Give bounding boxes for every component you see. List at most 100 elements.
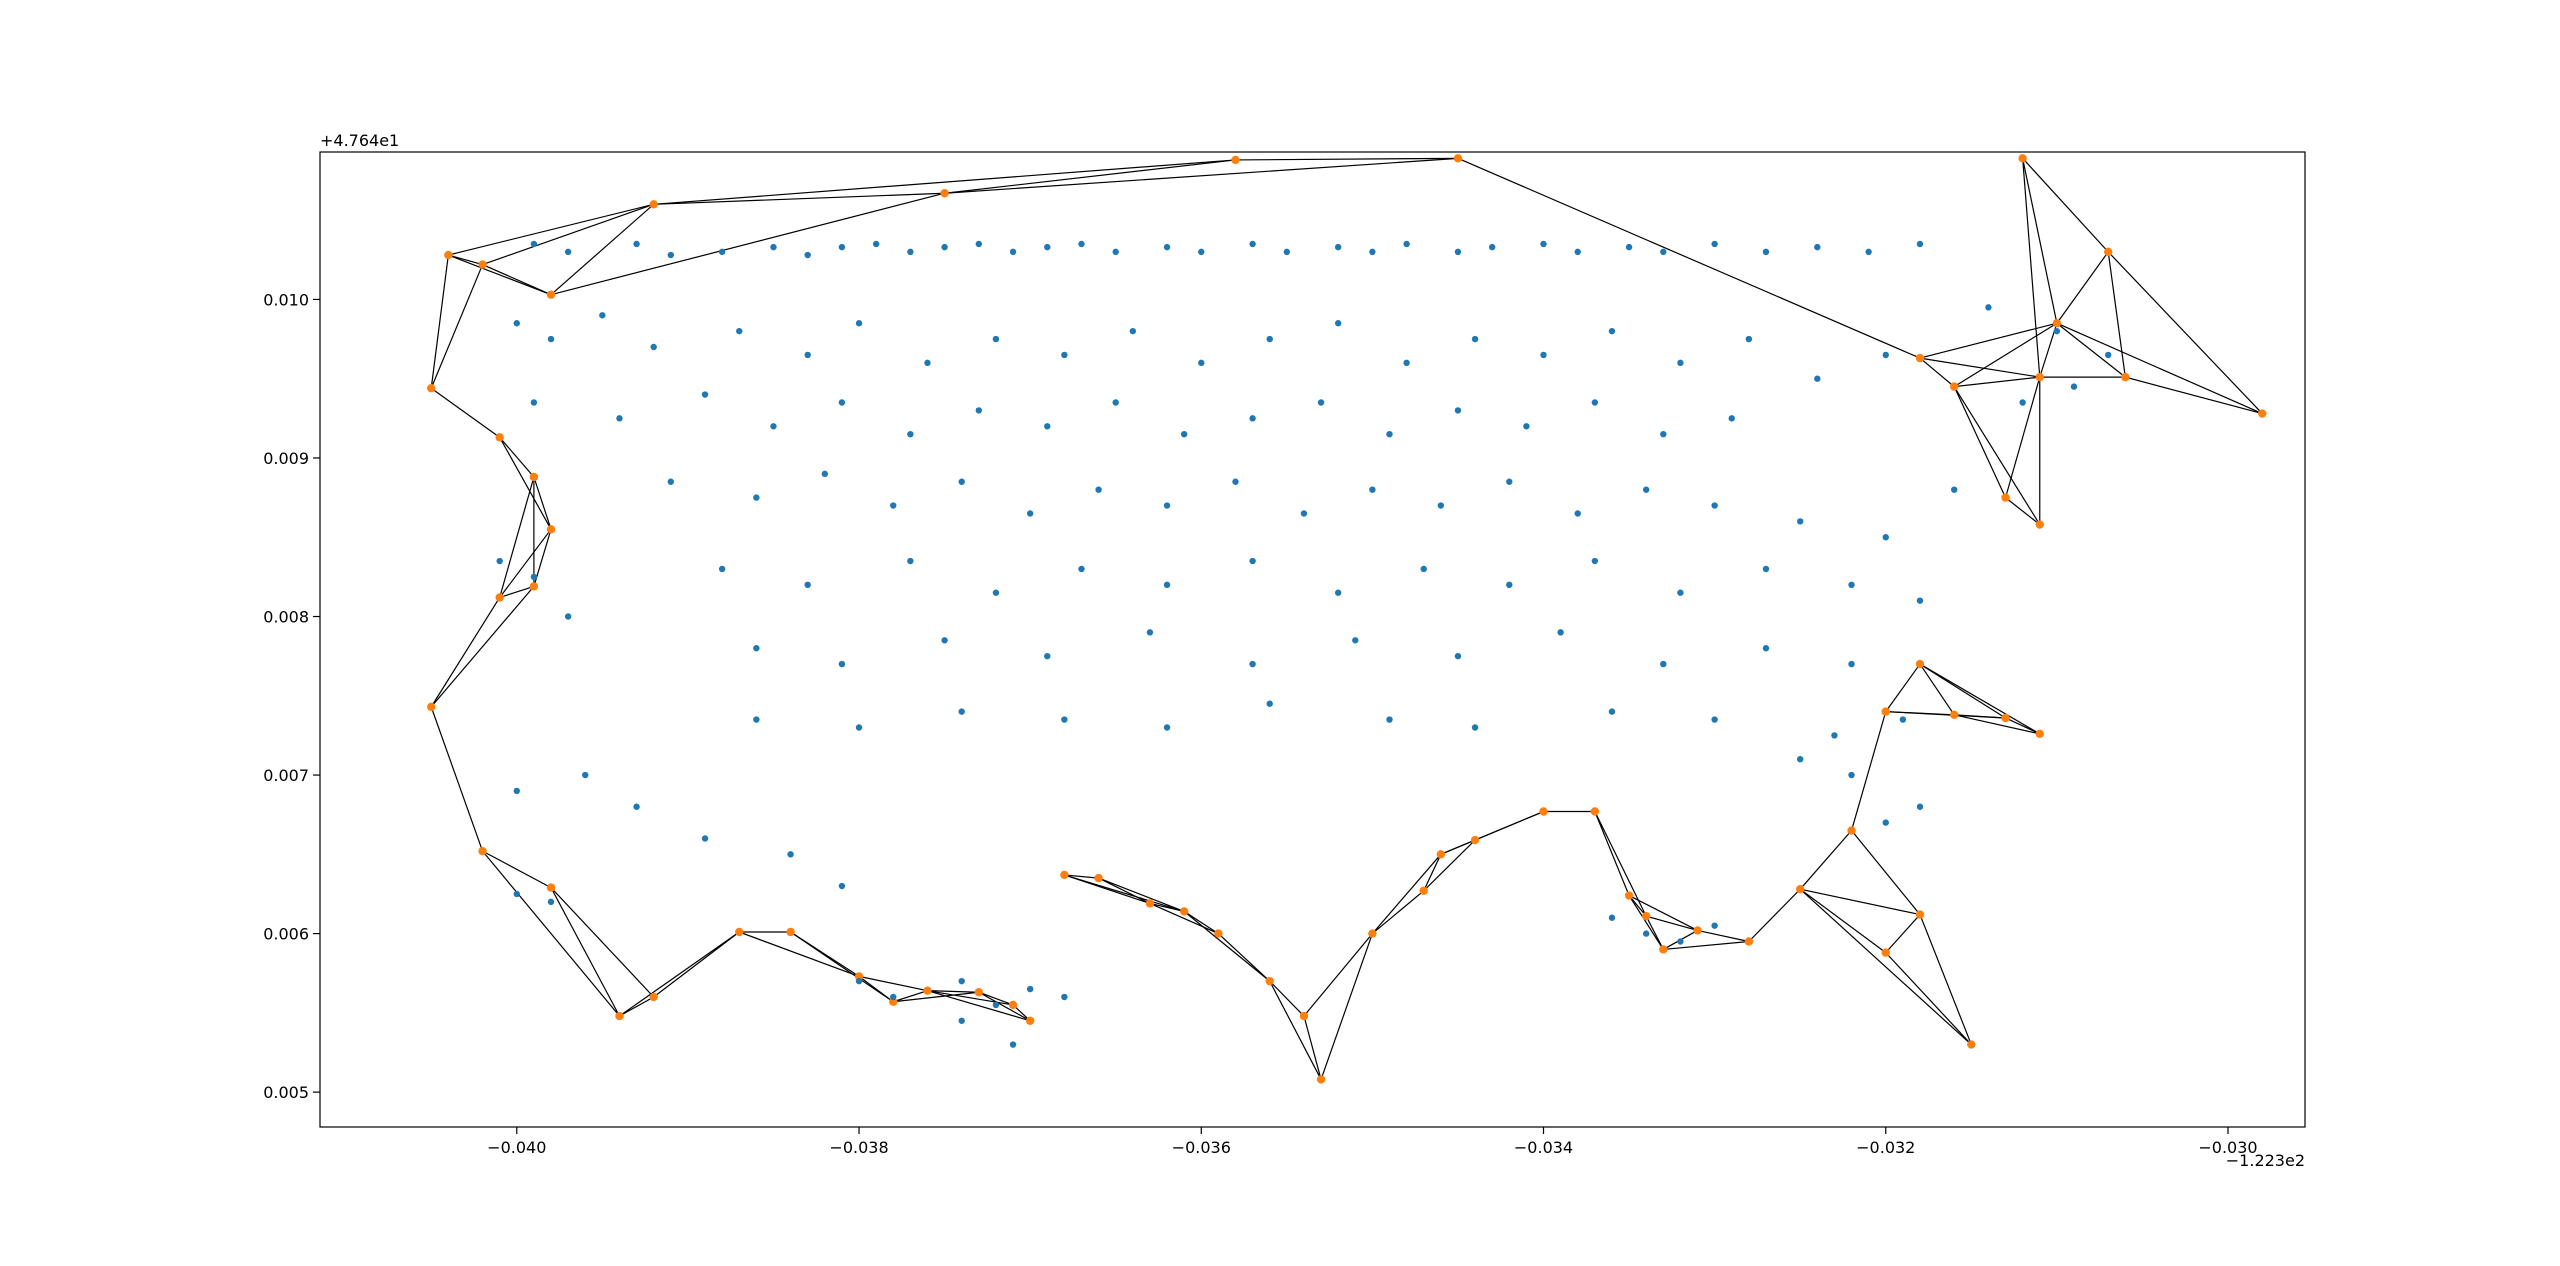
voronoi-vertex <box>1659 945 1668 954</box>
voronoi-vertex <box>889 997 898 1006</box>
voronoi-edge <box>430 264 484 389</box>
voronoi-edge <box>2125 376 2263 415</box>
voronoi-edge <box>1064 874 1099 879</box>
voronoi-edge <box>550 192 945 296</box>
input-point <box>975 407 983 414</box>
input-point <box>736 327 743 335</box>
voronoi-edge <box>1183 910 1219 935</box>
voronoi-edge <box>1885 663 1921 712</box>
input-point <box>1796 518 1804 525</box>
input-point <box>1985 304 1992 311</box>
voronoi-vertex <box>2052 319 2062 328</box>
voronoi-edge <box>1320 933 1373 1080</box>
input-point <box>1249 240 1256 248</box>
input-point <box>1266 335 1273 343</box>
input-point <box>496 557 503 565</box>
input-point <box>1334 589 1342 596</box>
voronoi-edge <box>1217 933 1271 982</box>
input-point <box>599 312 606 319</box>
voronoi-vertex <box>1316 1075 1326 1084</box>
y-offset-label: +4.764e1 <box>320 131 399 150</box>
input-point <box>1283 248 1291 256</box>
voronoi-edge <box>499 585 535 599</box>
voronoi-edge <box>1303 1015 1322 1080</box>
voronoi-edge <box>1885 952 1972 1045</box>
input-point <box>770 243 777 251</box>
input-point <box>907 248 914 256</box>
input-point <box>941 637 948 644</box>
input-point <box>1574 248 1581 256</box>
voronoi-edge <box>1646 915 1698 931</box>
voronoi-vertex <box>1624 891 1634 900</box>
plot-frame <box>319 151 2306 1128</box>
input-point <box>667 251 674 259</box>
input-point <box>1044 243 1051 251</box>
input-point <box>1129 327 1137 335</box>
voronoi-edge <box>482 264 552 296</box>
voronoi-vertex <box>2258 409 2267 418</box>
input-point <box>1762 248 1770 256</box>
input-point <box>513 787 520 795</box>
voronoi-edges <box>430 157 2263 1080</box>
input-point <box>1061 351 1068 359</box>
input-point <box>582 771 589 779</box>
voronoi-edge <box>1269 980 1322 1080</box>
y-tick-label: 0.009 <box>263 449 309 468</box>
voronoi-vertex <box>427 384 436 393</box>
input-point <box>1009 248 1017 256</box>
voronoi-edge <box>1919 357 2040 378</box>
voronoi-edge <box>944 159 1236 194</box>
input-point <box>1488 243 1496 251</box>
voronoi-edge <box>430 597 501 708</box>
input-point <box>992 589 1000 596</box>
input-point <box>958 478 965 485</box>
x-offset-label: −1.223e2 <box>2226 1151 2305 1170</box>
voronoi-vertex <box>1590 807 1600 816</box>
y-tick-label: 0.010 <box>263 290 309 309</box>
input-point <box>1951 486 1958 493</box>
input-point <box>2019 399 2026 406</box>
voronoi-edge <box>978 991 1014 1006</box>
voronoi-vertex <box>1179 907 1189 916</box>
input-point <box>564 613 572 620</box>
input-point <box>804 351 811 359</box>
voronoi-edge <box>448 203 654 256</box>
voronoi-edge <box>1885 914 1921 954</box>
input-point <box>1454 652 1462 660</box>
input-point <box>1334 243 1342 251</box>
input-point <box>838 243 846 251</box>
voronoi-vertex <box>1025 1016 1035 1025</box>
voronoi-edge <box>893 991 979 1003</box>
voronoi-edge <box>1954 376 2040 388</box>
voronoi-edge <box>2022 157 2109 253</box>
input-point <box>1146 629 1154 636</box>
y-tick-label: 0.007 <box>263 766 309 785</box>
input-point <box>1420 565 1427 573</box>
input-point <box>1591 399 1599 406</box>
voronoi-edge <box>1800 888 1921 916</box>
voronoi-vertex <box>529 472 539 482</box>
voronoi-edge <box>1183 910 1271 982</box>
voronoi-edge <box>1457 157 1921 359</box>
voronoi-vertex <box>940 189 949 198</box>
input-point <box>1112 248 1119 256</box>
input-point <box>1026 985 1034 993</box>
voronoi-vertex <box>1470 835 1480 845</box>
voronoi-vertices <box>427 154 2267 1084</box>
voronoi-vertex <box>1795 884 1805 894</box>
voronoi-edge <box>1953 386 2007 498</box>
input-point <box>770 423 777 430</box>
voronoi-edge <box>619 996 654 1017</box>
voronoi-vertex <box>615 1011 624 1021</box>
input-point <box>1249 557 1256 565</box>
voronoi-vertex <box>2035 372 2044 382</box>
voronoi-edge <box>1919 914 1972 1045</box>
input-point <box>1454 248 1462 256</box>
input-point <box>1899 716 1907 723</box>
input-point <box>530 240 538 248</box>
input-point <box>1078 565 1085 573</box>
voronoi-edge <box>1953 322 2058 388</box>
input-point <box>1386 716 1393 723</box>
